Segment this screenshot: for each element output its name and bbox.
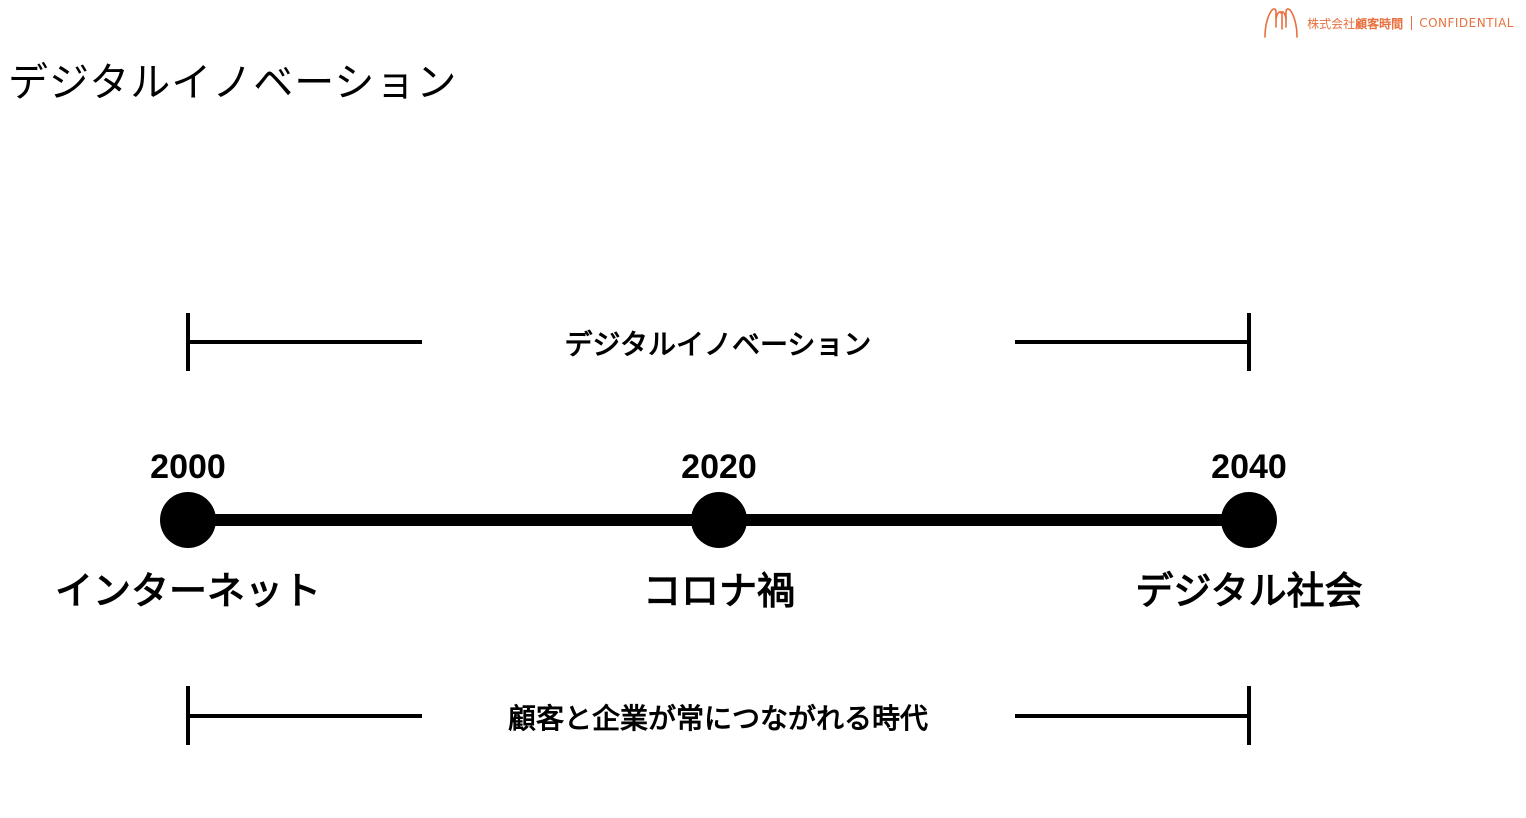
- milestone-label-digital-society: デジタル社会: [1135, 569, 1363, 613]
- bottom-range-label: 顧客と企業が常につながれる時代: [507, 702, 929, 735]
- milestone-node-2020: [691, 492, 747, 548]
- milestone-node-2000: [160, 492, 216, 548]
- bottom-range-bracket: [186, 686, 1251, 745]
- page-title: デジタルイノベーション: [8, 60, 458, 106]
- top-range-bracket: [186, 313, 1251, 371]
- confidential-label: CONFIDENTIAL: [1419, 16, 1514, 30]
- milestone-label-covid: コロナ禍: [642, 569, 796, 613]
- milestone-year-2000: 2000: [150, 448, 226, 486]
- milestone-year-2040: 2040: [1211, 448, 1287, 486]
- company-name: 株式会社顧客時間: [1307, 16, 1404, 31]
- brand-header: 株式会社顧客時間 CONFIDENTIAL: [1263, 6, 1514, 40]
- milestone-year-2020: 2020: [681, 448, 757, 486]
- brand-divider: [1411, 16, 1413, 30]
- milestone-node-2040: [1221, 492, 1277, 548]
- hands-logo-icon: [1264, 8, 1298, 38]
- top-range-label: デジタルイノベーション: [564, 328, 872, 361]
- milestone-label-internet: インターネット: [54, 569, 322, 613]
